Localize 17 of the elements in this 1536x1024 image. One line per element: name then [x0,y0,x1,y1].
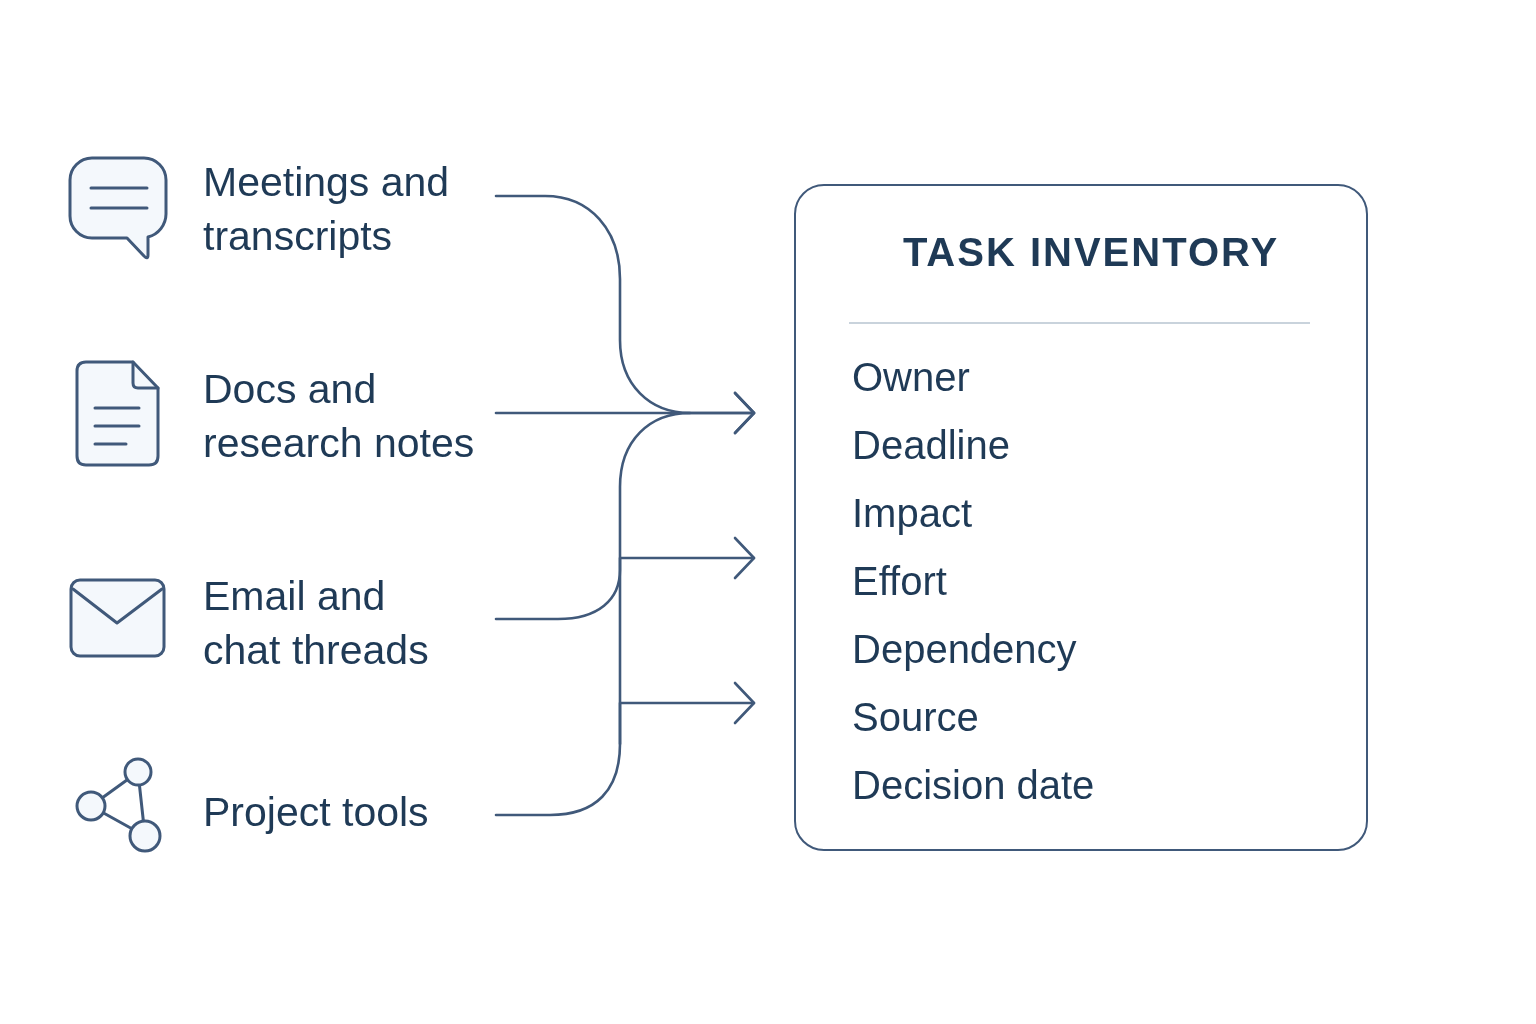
source-label: Meetings and transcripts [203,155,496,263]
source-label: Project tools [203,785,496,839]
field-label: Effort [852,558,947,605]
arrow [494,536,756,621]
arrow [494,391,756,435]
source-label: Docs and research notes [203,362,496,470]
field-label: Dependency [852,626,1077,673]
field-label: Source [852,694,979,741]
inventory-card [794,184,1368,851]
source-label: Email and chat threads [203,569,496,677]
field-label: Owner [852,354,970,401]
arrow [494,681,756,817]
field-label: Impact [852,490,973,537]
card-heading: TASK INVENTORY [902,229,1280,276]
connector-trunk [618,411,692,746]
field-label: Decision date [852,762,1095,809]
field-label: Deadline [852,422,1010,469]
